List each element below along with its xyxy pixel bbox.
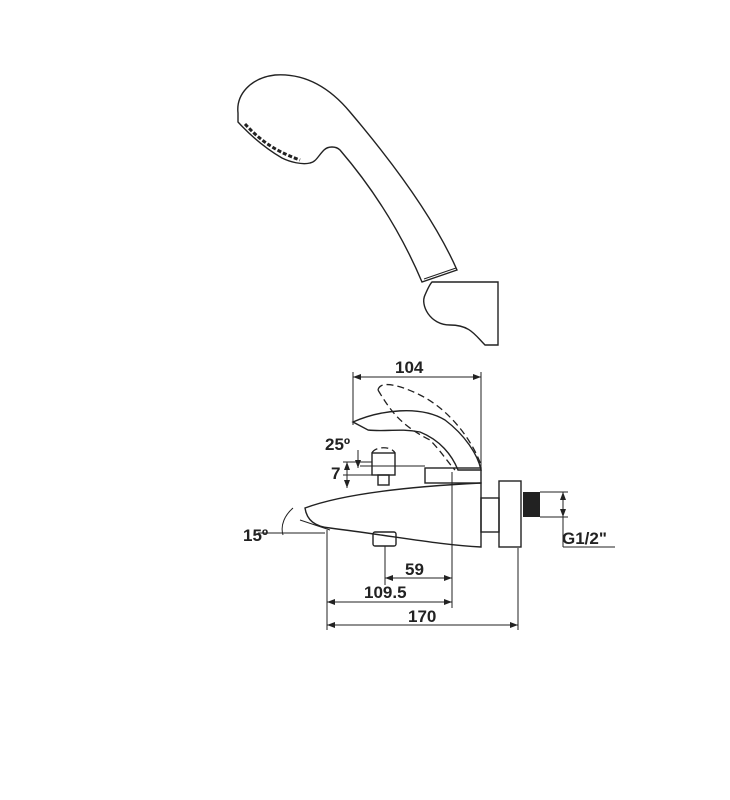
shower-holder-bracket — [423, 281, 499, 346]
dim-diverter-height: 7 — [331, 464, 340, 483]
spray-nozzles — [243, 122, 301, 162]
dim-overall-length: 170 — [408, 607, 436, 626]
dim-spout-angle: 15º — [243, 526, 268, 545]
hand-shower — [237, 74, 458, 283]
bath-mixer — [299, 383, 540, 548]
dim-lever-angle: 25º — [325, 435, 350, 454]
dim-outlet-to-wall: 59 — [405, 560, 424, 579]
wall-flange — [498, 480, 522, 548]
dim-spout-to-wall: 109.5 — [364, 583, 407, 602]
dim-top-width: 104 — [395, 358, 424, 377]
diverter-knob — [371, 452, 396, 476]
thread-connector — [523, 492, 540, 517]
dim-thread: G1/2" — [562, 529, 607, 548]
dimension-lines — [258, 372, 615, 630]
